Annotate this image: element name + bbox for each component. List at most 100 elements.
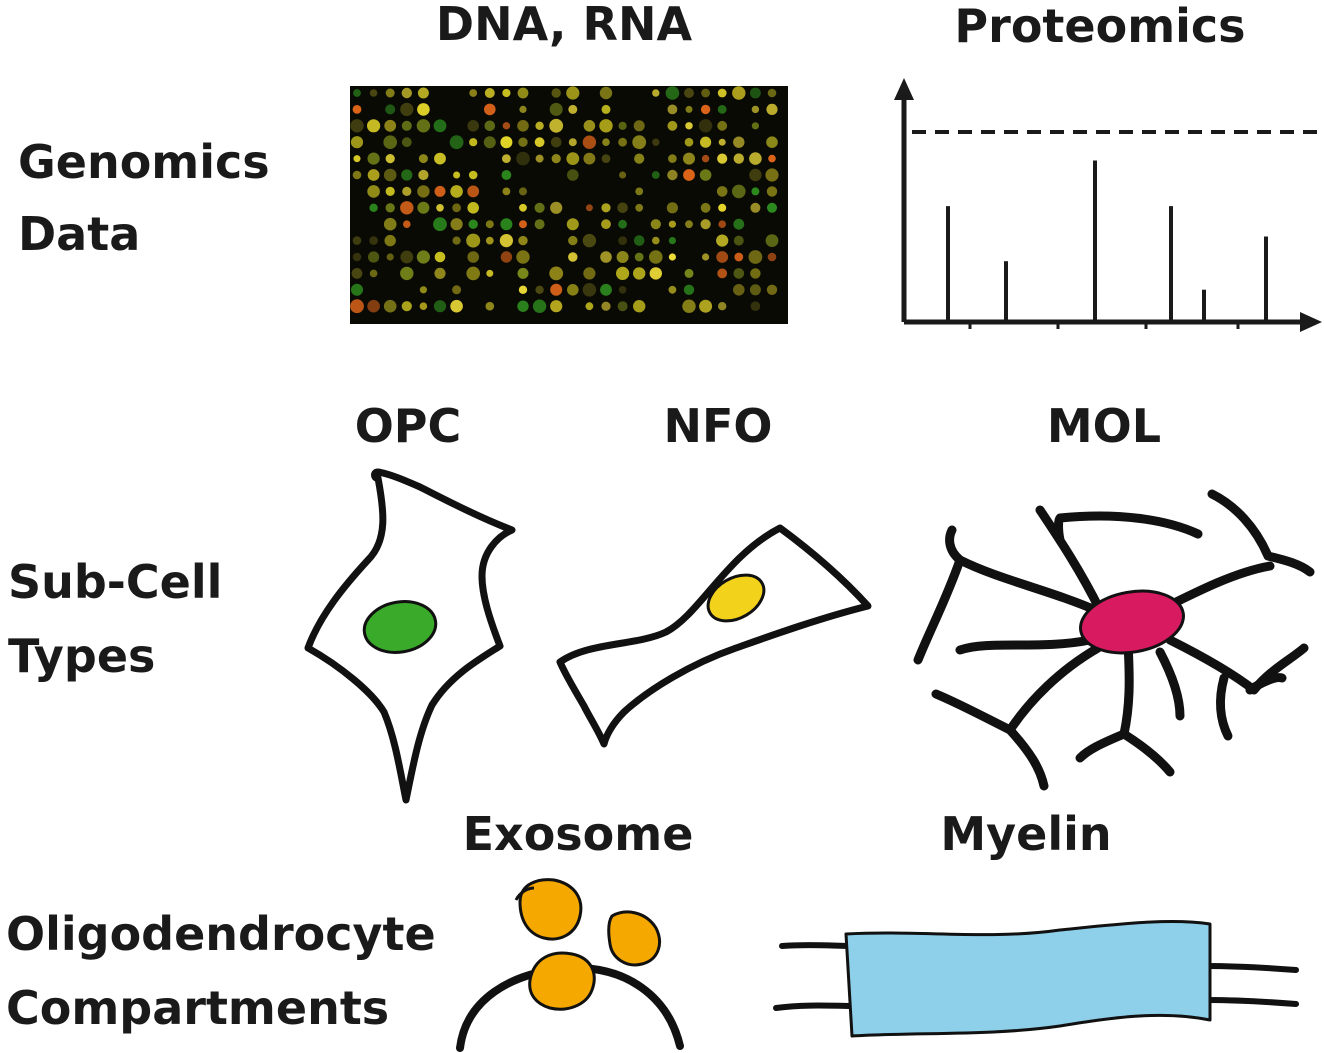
microarray-spot bbox=[434, 185, 446, 197]
microarray-spot bbox=[633, 235, 645, 246]
microarray-spot bbox=[367, 185, 380, 198]
microarray-spot bbox=[684, 137, 694, 147]
microarray-spot bbox=[716, 251, 729, 263]
microarray-spot bbox=[469, 89, 478, 97]
microarray-spot bbox=[618, 121, 627, 130]
microarray-spot bbox=[401, 87, 412, 99]
nfo-cell-body bbox=[556, 524, 872, 748]
microarray-spot bbox=[649, 250, 663, 264]
mol-process bbox=[1155, 647, 1185, 721]
microarray-spot bbox=[534, 219, 545, 230]
microarray-spot bbox=[701, 88, 710, 98]
genomics-label-line2: Data bbox=[18, 207, 140, 261]
microarray-spot bbox=[386, 253, 394, 261]
mol-process bbox=[945, 525, 1105, 617]
microarray-spot bbox=[453, 171, 461, 179]
microarray-spot bbox=[733, 268, 745, 279]
myelin-sheath bbox=[844, 920, 1212, 1038]
microarray-spot bbox=[534, 202, 545, 213]
proteomics-title: Proteomics bbox=[954, 0, 1245, 53]
microarray-spot bbox=[718, 220, 726, 228]
microarray-spot bbox=[668, 253, 677, 261]
microarray-spot bbox=[500, 136, 513, 149]
microarray-spot bbox=[751, 122, 760, 130]
mol-process bbox=[1005, 725, 1049, 791]
microarray-spot bbox=[484, 103, 496, 116]
microarray-spot bbox=[749, 168, 762, 182]
microarray-spot bbox=[384, 119, 397, 132]
microarray-spot bbox=[765, 168, 779, 182]
mol-process bbox=[913, 555, 965, 665]
microarray-spot bbox=[434, 251, 446, 263]
microarray-spot bbox=[385, 104, 396, 115]
microarray-spot bbox=[766, 136, 778, 148]
microarray-spot bbox=[750, 202, 761, 213]
nfo-title: NFO bbox=[663, 399, 772, 453]
microarray-spot bbox=[702, 253, 710, 261]
microarray-spot bbox=[766, 186, 778, 197]
vesicle-edge bbox=[514, 886, 535, 901]
microarray-spot bbox=[516, 250, 530, 264]
microarray-spot bbox=[385, 186, 395, 196]
mol-process bbox=[1207, 489, 1315, 577]
microarray-spot bbox=[449, 135, 464, 150]
microarray-spot bbox=[416, 250, 430, 264]
microarray-spot bbox=[367, 299, 380, 313]
microarray-spot bbox=[352, 170, 362, 180]
microarray-spot bbox=[568, 235, 578, 246]
microarray-spot bbox=[718, 302, 727, 311]
microarray-spot bbox=[768, 154, 776, 163]
microarray-spot bbox=[667, 104, 678, 115]
microarray-spot bbox=[350, 136, 364, 149]
microarray-spot bbox=[500, 251, 513, 263]
microarray-spot bbox=[535, 285, 544, 294]
microarray-spot bbox=[518, 137, 528, 147]
microarray-spot bbox=[567, 284, 579, 296]
opc-title: OPC bbox=[355, 399, 462, 453]
microarray-spot bbox=[501, 170, 512, 180]
microarray-spot bbox=[633, 267, 646, 280]
microarray-spot bbox=[685, 105, 693, 113]
microarray-spot bbox=[517, 267, 529, 279]
microarray-spot bbox=[582, 135, 597, 149]
microarray-spot bbox=[633, 120, 645, 132]
microarray-spot bbox=[733, 153, 744, 164]
microarray-spot bbox=[534, 137, 545, 148]
microarray-spot bbox=[550, 136, 562, 148]
myelin-illustration bbox=[773, 920, 1299, 1038]
microarray-spot bbox=[766, 284, 778, 295]
microarray-spot bbox=[485, 236, 494, 245]
microarray-spot bbox=[433, 119, 447, 133]
microarray-spot bbox=[519, 105, 527, 113]
microarray-spot bbox=[367, 119, 381, 133]
microarray-spot bbox=[400, 201, 414, 215]
mol-cell bbox=[913, 489, 1315, 791]
mol-process bbox=[1119, 729, 1175, 777]
microarray-spot bbox=[517, 300, 529, 312]
microarray-spot bbox=[717, 88, 727, 98]
microarray-spot bbox=[718, 203, 727, 212]
microarray-spot bbox=[717, 268, 728, 279]
myelin-title: Myelin bbox=[940, 807, 1111, 861]
microarray-spot bbox=[634, 153, 645, 164]
microarray-spot bbox=[518, 235, 528, 246]
microarray-spot bbox=[751, 187, 760, 196]
microarray-spot bbox=[383, 135, 398, 149]
microarray-spot bbox=[618, 286, 627, 294]
microarray-spot bbox=[599, 86, 613, 100]
microarray-spot bbox=[765, 234, 779, 248]
microarray-spot bbox=[583, 120, 596, 132]
microarray-spot bbox=[401, 301, 412, 312]
microarray-spot bbox=[550, 201, 563, 214]
mol-process bbox=[1245, 673, 1287, 695]
spectrum-x-arrowhead bbox=[1300, 312, 1322, 332]
microarray-spot bbox=[352, 252, 362, 262]
subcell-label-line1: Sub-Cell bbox=[8, 555, 222, 609]
microarray-spot bbox=[767, 88, 777, 98]
microarray-spot bbox=[684, 88, 694, 98]
mol-process bbox=[955, 635, 1095, 655]
microarray-spot bbox=[484, 120, 496, 132]
microarray-spot bbox=[468, 219, 478, 229]
microarray-spot bbox=[668, 237, 677, 245]
